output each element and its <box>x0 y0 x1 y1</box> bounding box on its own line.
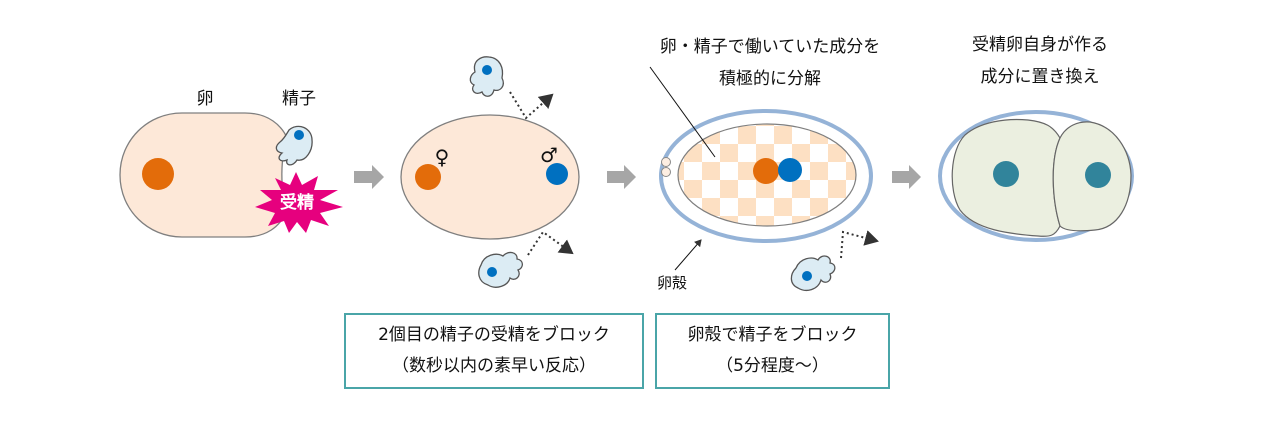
shell-block-line2: （5分程度～） <box>716 356 829 376</box>
stage4-zygote: 受精卵自身が作る 成分に置き換え <box>938 35 1134 242</box>
shell-block-box: 卵殻で精子をブロック （5分程度～） <box>655 313 890 389</box>
fertilization-label: 受精 <box>280 192 314 213</box>
egg-label: 卵 <box>197 89 214 109</box>
fast-block-line1: 2個目の精子の受精をブロック <box>378 325 610 345</box>
fertilization-burst-icon <box>255 172 343 233</box>
female-nucleus <box>415 164 441 190</box>
rejected-sperm-icon <box>478 251 524 288</box>
fast-block-line2: （数秒以内の素早い反応） <box>392 356 596 376</box>
deflect-arrow <box>840 230 879 259</box>
polar-body <box>661 167 671 177</box>
shell-block-line1: 卵殻で精子をブロック <box>687 325 858 345</box>
rejected-sperm-icon <box>469 56 504 97</box>
fast-block-box: 2個目の精子の受精をブロック （数秒以内の素早い反応） <box>344 313 644 389</box>
zygote-nucleus <box>993 161 1019 187</box>
female-nucleus <box>753 158 779 184</box>
stage2-fast-block: ♀ ♂ <box>400 56 580 288</box>
stage1-fertilization: 卵 精子 受精 <box>119 89 343 238</box>
stage4-caption-line1: 受精卵自身が作る <box>972 35 1108 55</box>
male-nucleus <box>778 158 802 182</box>
stage3-shell-block: 卵・精子で働いていた成分を 積極的に分解 卵殻 <box>649 37 881 292</box>
arrow-right-icon <box>892 165 921 189</box>
female-symbol: ♀ <box>435 145 450 169</box>
male-symbol: ♂ <box>540 143 558 167</box>
arrow-right-icon <box>607 165 636 189</box>
male-nucleus <box>546 163 568 185</box>
deflect-arrow <box>509 91 554 120</box>
stage3-caption-line1: 卵・精子で働いていた成分を <box>660 37 881 57</box>
deflect-arrow <box>527 230 574 256</box>
female-nucleus <box>142 158 174 190</box>
callout-line <box>649 66 716 158</box>
stage4-caption-line2: 成分に置き換え <box>981 67 1100 87</box>
arrow-right-icon <box>354 165 384 189</box>
sperm-label: 精子 <box>282 89 316 109</box>
zygote-nucleus <box>1085 162 1111 188</box>
shell-label: 卵殻 <box>657 274 687 292</box>
sperm-icon <box>275 125 313 166</box>
polar-body <box>661 157 671 167</box>
egg-cell <box>400 114 580 240</box>
stage3-caption-line2: 積極的に分解 <box>719 69 821 89</box>
shell-pointer-arrow <box>674 239 702 271</box>
rejected-sperm-icon <box>790 255 836 291</box>
